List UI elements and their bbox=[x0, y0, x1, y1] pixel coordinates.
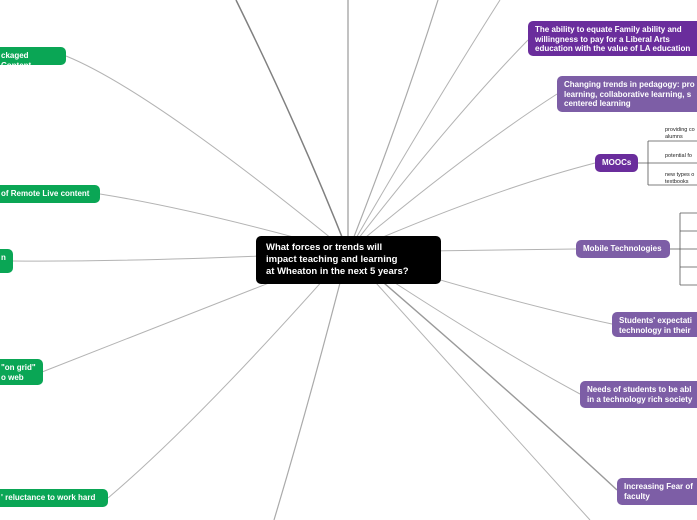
connector-pedagogy bbox=[347, 93, 558, 253]
connector-top-1 bbox=[235, 0, 349, 253]
node-family-ability[interactable]: The ability to equate Family ability and… bbox=[528, 21, 697, 56]
connector-fear bbox=[347, 251, 618, 491]
connector-bottom bbox=[273, 251, 349, 520]
node-pedagogy[interactable]: Changing trends in pedagogy: pro learnin… bbox=[557, 76, 697, 112]
node-on-grid[interactable]: "on grid" o web bbox=[0, 359, 43, 385]
central-topic[interactable]: What forces or trends will impact teachi… bbox=[256, 236, 441, 284]
node-packaged-content[interactable]: ckaged Content bbox=[0, 47, 66, 65]
mobile-bracket bbox=[670, 212, 697, 286]
moocs-bracket bbox=[638, 140, 697, 186]
connector-top-3 bbox=[347, 0, 439, 253]
node-reluctance[interactable]: ' reluctance to work hard bbox=[0, 489, 108, 507]
node-needs-of-students[interactable]: Needs of students to be abl in a technol… bbox=[580, 381, 697, 408]
connector-family bbox=[347, 39, 529, 253]
node-students-expectations[interactable]: Students' expectati technology in their bbox=[612, 312, 697, 337]
node-moocs[interactable]: MOOCs bbox=[595, 154, 638, 172]
connector-top-4 bbox=[347, 0, 501, 253]
node-increasing-fear[interactable]: Increasing Fear of faculty bbox=[617, 478, 697, 505]
node-left-small[interactable]: n bbox=[0, 249, 13, 273]
connector-bottom-right bbox=[347, 251, 591, 520]
node-mobile-technologies[interactable]: Mobile Technologies bbox=[576, 240, 670, 258]
node-remote-live-content[interactable]: of Remote Live content bbox=[0, 185, 100, 203]
mooc-sub-potential[interactable]: potential fo bbox=[665, 153, 692, 159]
connector-reluctance bbox=[107, 251, 349, 499]
connector-packaged bbox=[65, 55, 349, 253]
mooc-sub-new-types[interactable]: new types o textbooks bbox=[665, 172, 695, 185]
mooc-sub-providing[interactable]: providing co alumns bbox=[665, 127, 695, 140]
